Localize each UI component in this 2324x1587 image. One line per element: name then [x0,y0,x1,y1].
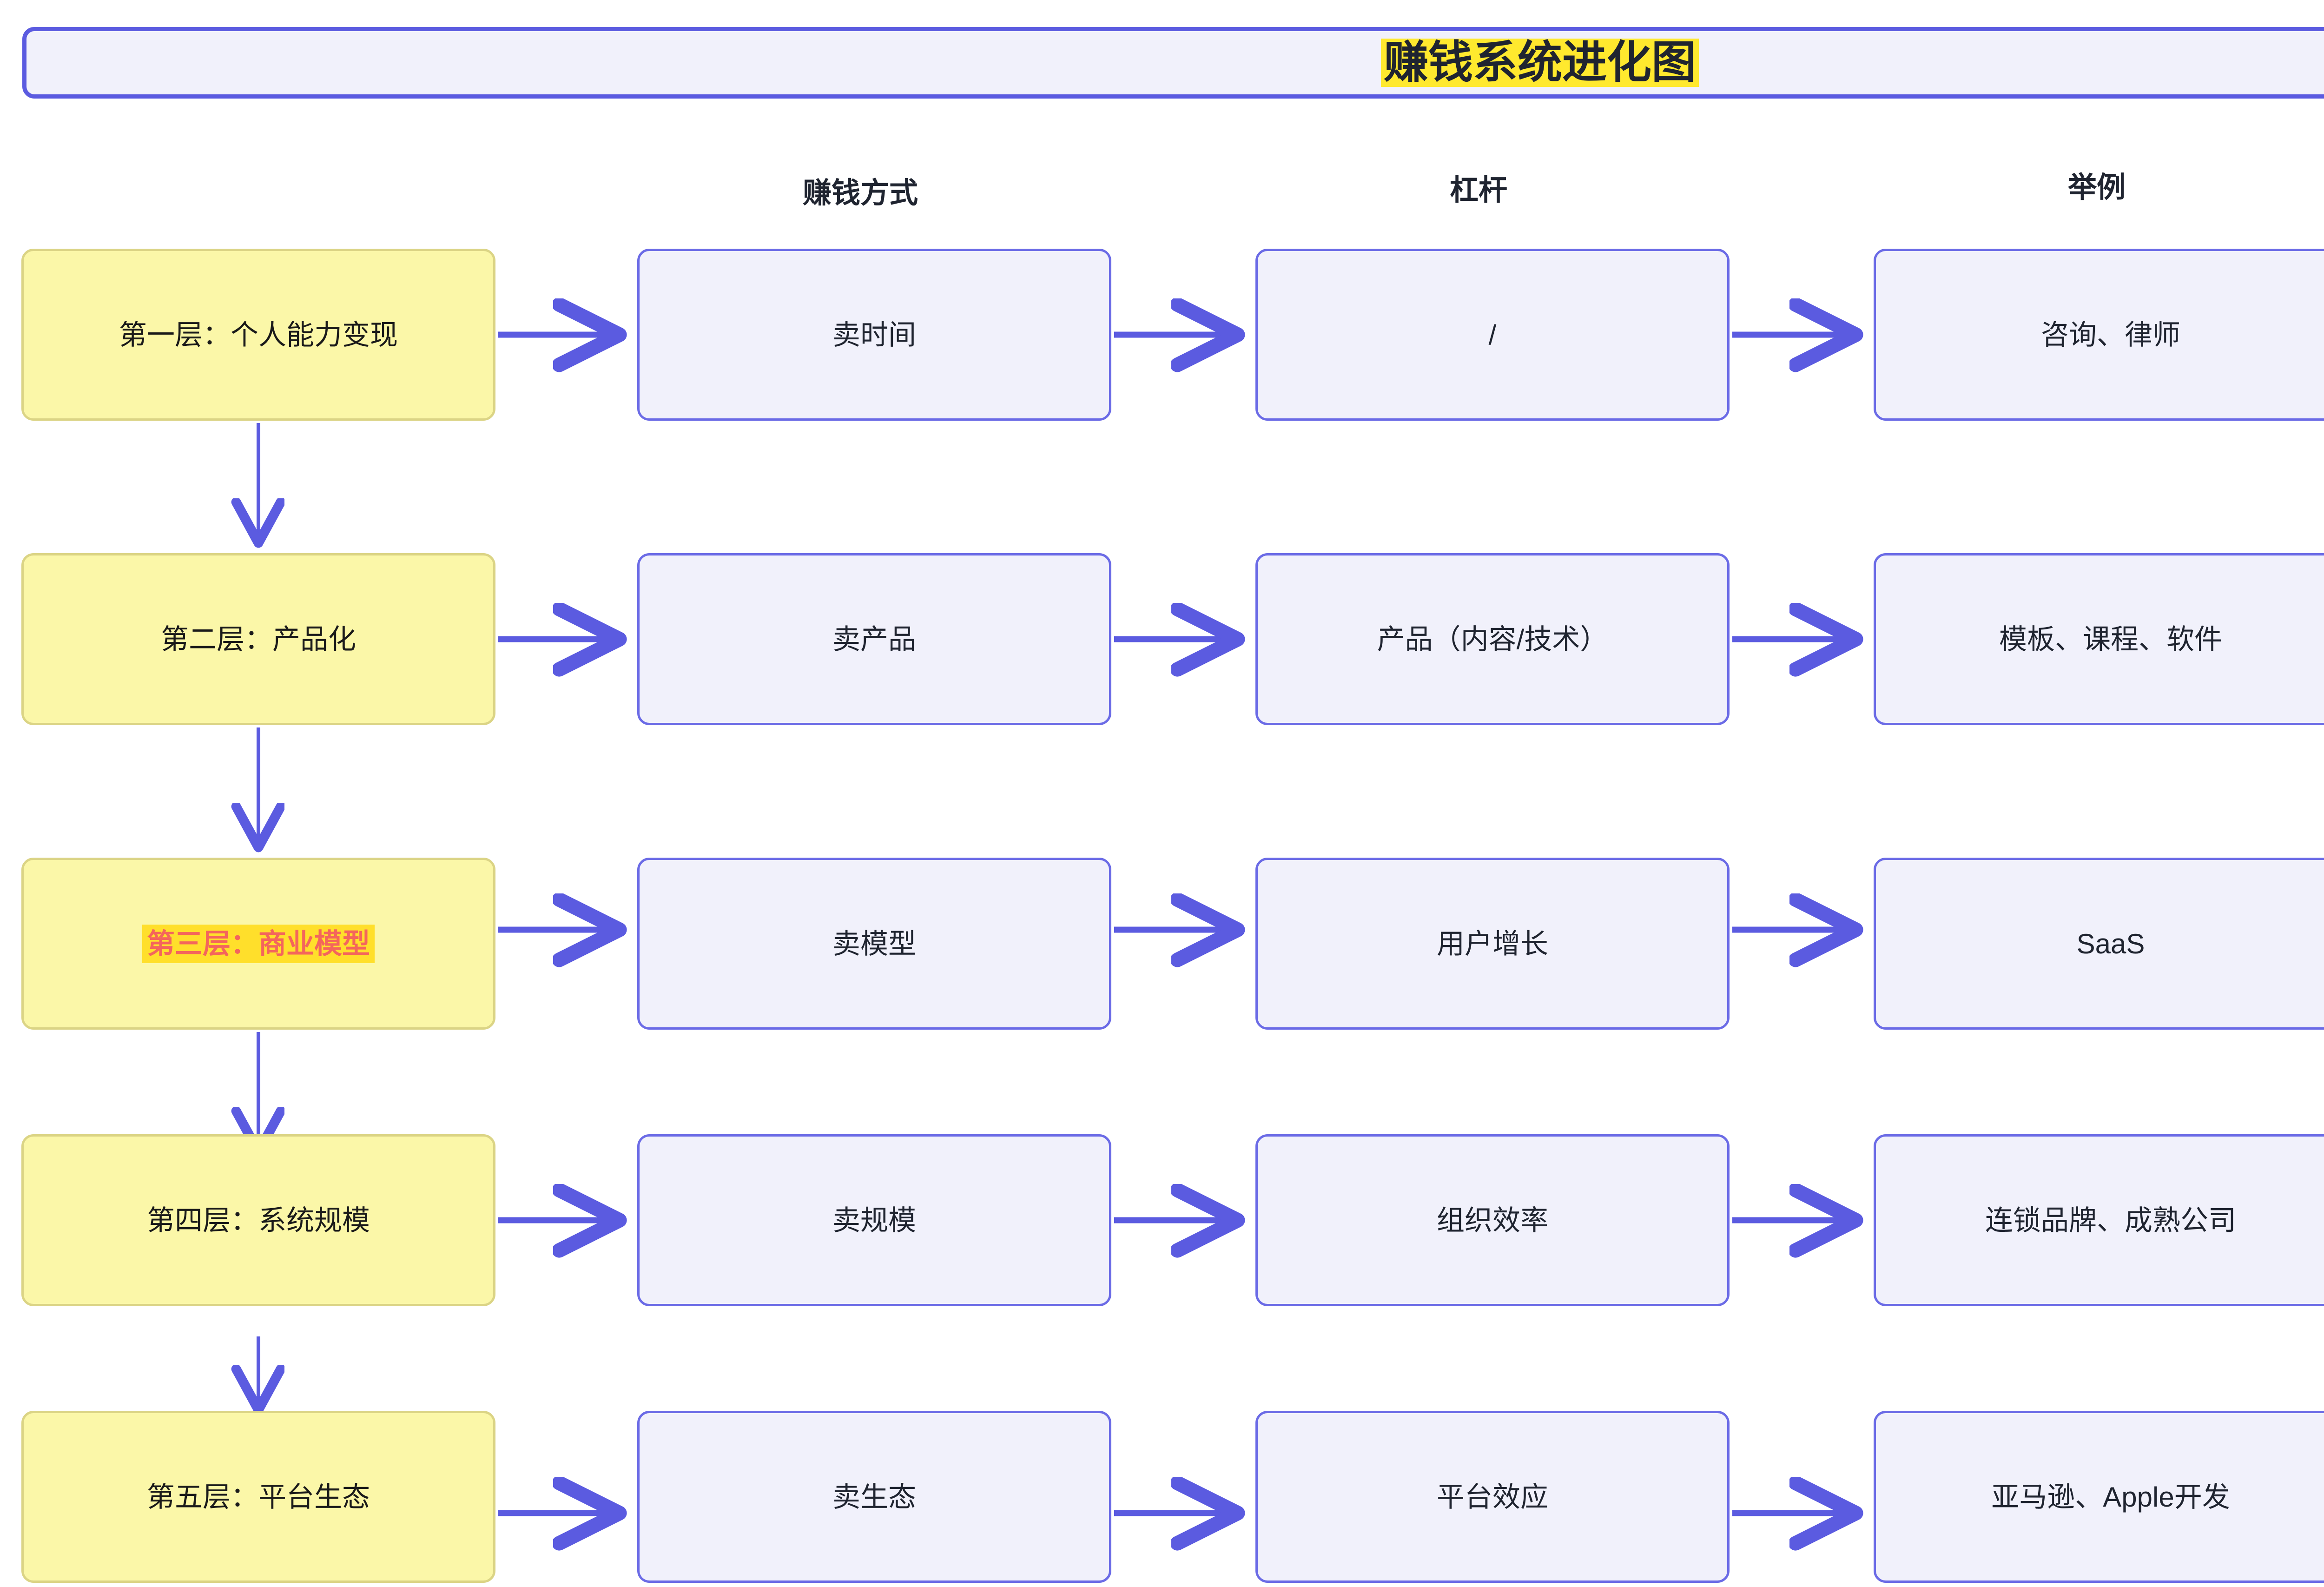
way-node-2[interactable]: 卖产品 [637,553,1111,725]
column-header-example: 举例 [2067,172,2126,204]
lever-node-3[interactable]: 用户增长 [1255,858,1730,1030]
stage-node-3[interactable]: 第三层：商业模型 [21,858,495,1030]
lever-node-1[interactable]: / [1255,249,1730,421]
lever-node-4[interactable]: 组织效率 [1255,1134,1730,1306]
column-header-lever: 杠杆 [1449,174,1508,206]
example-node-1[interactable]: 咨询、律师 [1874,249,2324,421]
example-node-1-label: 咨询、律师 [2041,319,2180,350]
stage-node-2[interactable]: 第二层：产品化 [21,553,495,725]
stage-node-4-label: 第四层：系统规模 [147,1204,370,1236]
way-node-1[interactable]: 卖时间 [637,249,1111,421]
example-node-5-label: 亚马逊、Apple开发 [1991,1481,2230,1513]
way-node-4[interactable]: 卖规模 [637,1134,1111,1306]
lever-node-1-label: / [1488,319,1497,350]
example-node-3[interactable]: SaaS [1874,858,2324,1030]
example-node-2-label: 模板、课程、软件 [1999,623,2222,655]
stage-node-5-label: 第五层：平台生态 [147,1481,370,1513]
stage-node-2-label: 第二层：产品化 [161,623,356,655]
way-node-1-label: 卖时间 [832,319,916,350]
way-node-5[interactable]: 卖生态 [637,1411,1111,1583]
example-node-3-label: SaaS [2076,928,2145,959]
stage-node-3-label: 第三层：商业模型 [142,924,375,963]
way-node-4-label: 卖规模 [832,1204,916,1236]
lever-node-3-label: 用户增长 [1437,928,1548,959]
stage-node-4[interactable]: 第四层：系统规模 [21,1134,495,1306]
lever-node-2[interactable]: 产品（内容/技术） [1255,553,1730,725]
lever-node-4-label: 组织效率 [1437,1204,1548,1236]
example-node-4[interactable]: 连锁品牌、成熟公司 [1874,1134,2324,1306]
way-node-3-label: 卖模型 [832,928,916,959]
example-node-4-label: 连锁品牌、成熟公司 [1985,1204,2236,1236]
stage-node-5[interactable]: 第五层：平台生态 [21,1411,495,1583]
example-node-5[interactable]: 亚马逊、Apple开发 [1874,1411,2324,1583]
example-node-2[interactable]: 模板、课程、软件 [1874,553,2324,725]
stage-node-1[interactable]: 第一层：个人能力变现 [21,249,495,421]
way-node-3[interactable]: 卖模型 [637,858,1111,1030]
lever-node-5-label: 平台效应 [1437,1481,1548,1513]
stage-node-1-label: 第一层：个人能力变现 [119,319,398,350]
title-banner: 赚钱系统进化图 [22,27,2324,99]
lever-node-2-label: 产品（内容/技术） [1377,623,1608,655]
way-node-2-label: 卖产品 [832,623,916,655]
column-header-way: 赚钱方式 [802,177,918,209]
page-title: 赚钱系统进化图 [1381,38,1699,87]
way-node-5-label: 卖生态 [832,1481,916,1513]
lever-node-5[interactable]: 平台效应 [1255,1411,1730,1583]
